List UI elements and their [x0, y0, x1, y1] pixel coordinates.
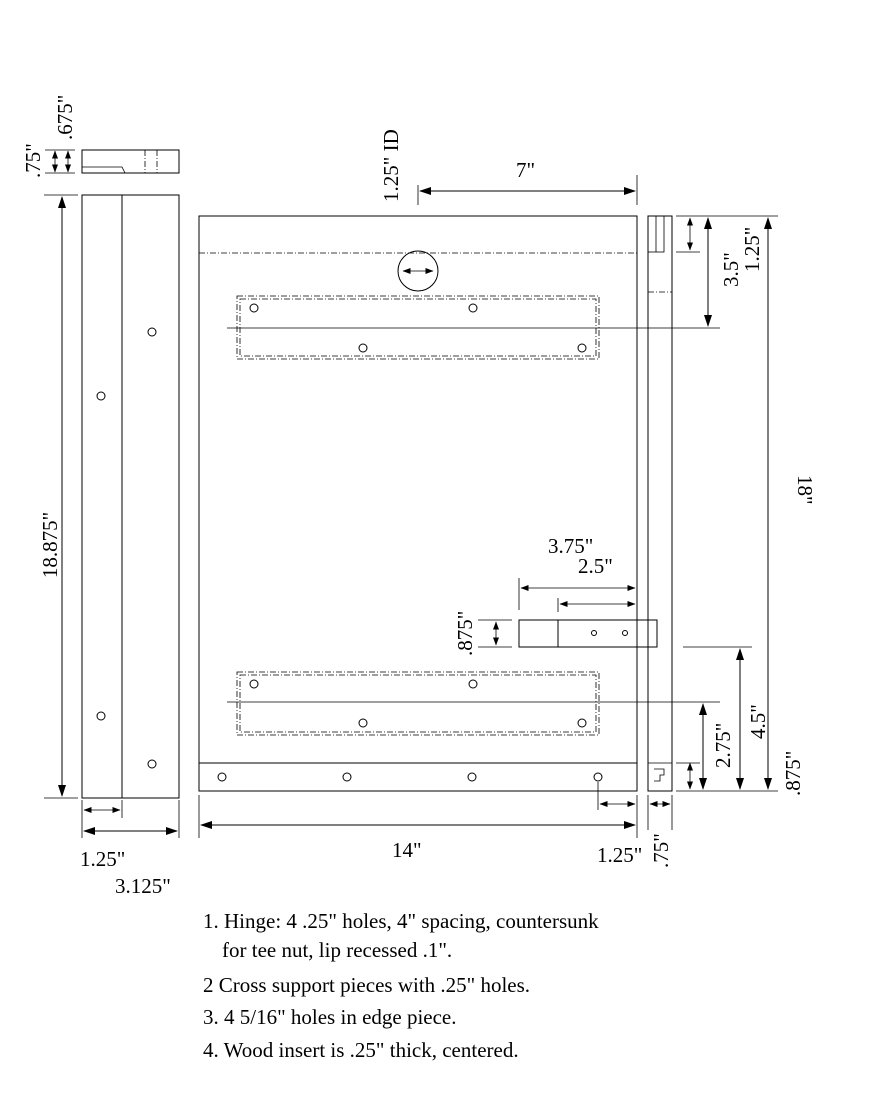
dim-18: 18" — [793, 475, 817, 505]
side-hole — [96, 711, 106, 721]
dim-75-top: .75" — [21, 143, 45, 178]
note-line: 1. Hinge: 4 .25" holes, 4" spacing, coun… — [203, 909, 599, 933]
pipe-hole — [397, 250, 439, 292]
dim-375: 3.75" — [548, 534, 593, 558]
edge-piece — [199, 762, 637, 782]
notes: 1. Hinge: 4 .25" holes, 4" spacing, coun… — [203, 909, 599, 1062]
upper-hinge — [227, 295, 720, 360]
note-line: 4. Wood insert is .25" thick, centered. — [203, 1038, 519, 1062]
dim-125-edge: 1.25" — [597, 843, 642, 867]
edge-view — [647, 215, 778, 830]
dim-45: 4.5" — [746, 704, 770, 739]
dim-pipe-id: 1.25" ID — [379, 129, 403, 202]
dim-125-side: 1.25" — [80, 847, 125, 871]
dim-3125: 3.125" — [115, 874, 171, 898]
dim-125-top: 1.25" — [740, 227, 764, 272]
lower-hinge — [227, 671, 720, 736]
side-hole — [147, 759, 157, 769]
side-hole — [147, 327, 157, 337]
dim-7: 7" — [516, 158, 535, 182]
dim-35: 3.5" — [719, 252, 743, 287]
dim-75-edge: .75" — [649, 833, 673, 868]
note-line: for tee nut, lip recessed .1". — [222, 938, 452, 962]
note-line: 2 Cross support pieces with .25" holes. — [203, 973, 530, 997]
wood-insert — [478, 578, 658, 648]
dim-25: 2.5" — [578, 554, 613, 578]
dim-14: 14" — [392, 838, 422, 862]
side-hole — [96, 391, 106, 401]
note-line: 3. 4 5/16" holes in edge piece. — [203, 1005, 457, 1029]
dim-675: .675" — [53, 95, 77, 140]
main-panel — [198, 175, 720, 838]
dim-875-insert: .875" — [453, 611, 477, 656]
top-view-side-piece — [45, 149, 180, 174]
dim-275: 2.75" — [711, 723, 735, 768]
side-piece — [44, 194, 180, 838]
dim-18875: 18.875" — [38, 512, 62, 578]
dim-875-bottom: .875" — [781, 751, 805, 796]
